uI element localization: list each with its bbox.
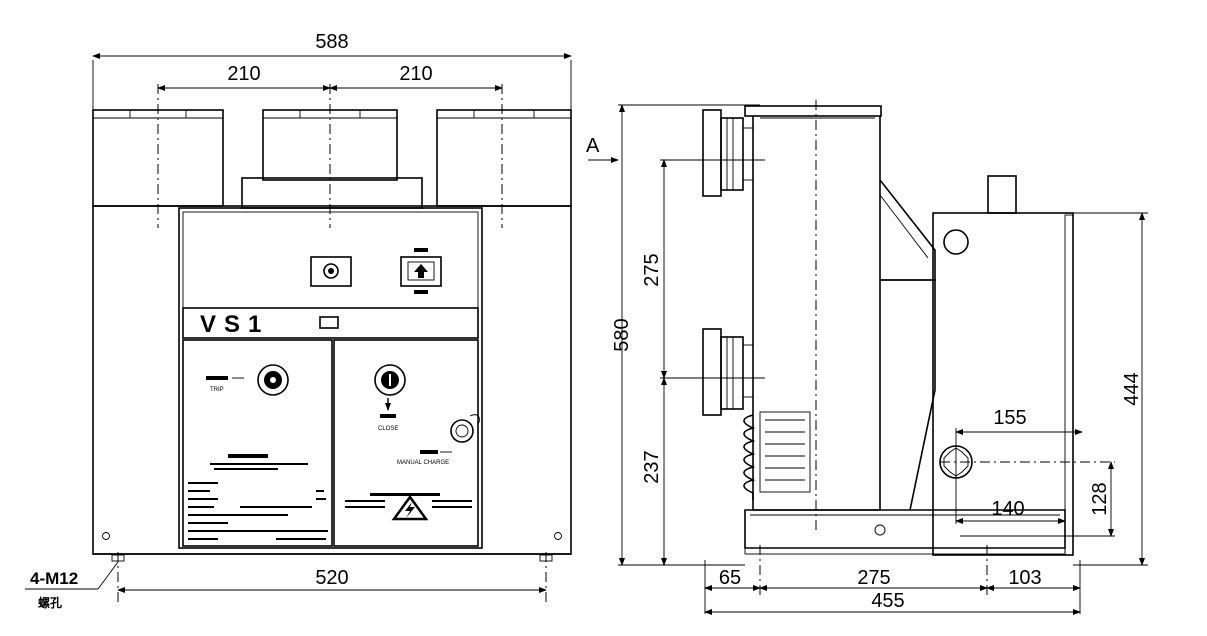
frame-height-label: 444: [1121, 372, 1143, 405]
mounting-holes-label: 4-M12: [30, 569, 78, 588]
trip-panel: [182, 339, 333, 547]
bolt-height-label: 128: [1089, 482, 1111, 515]
trip-label: TRIP: [210, 387, 224, 393]
close-panel: [333, 339, 479, 547]
pole-spacing-right-label: 210: [399, 63, 432, 85]
bolt-offset-lower-label: 140: [991, 498, 1024, 520]
bellows: [743, 411, 811, 500]
status-window: [310, 256, 352, 287]
support-arm: [879, 179, 936, 281]
side-view: A 580 275 237: [586, 100, 1148, 615]
front-panel: [178, 207, 483, 549]
manual-charge-socket[interactable]: [450, 419, 474, 443]
overall-width-label: 588: [315, 31, 348, 53]
frame-hole: [943, 229, 969, 255]
pole-right: [436, 109, 572, 207]
counter-window: [319, 316, 339, 329]
base-right-label: 103: [1008, 567, 1041, 589]
mounting-holes-note: 螺孔: [38, 595, 62, 610]
mounting-spacing-label: 520: [315, 567, 348, 589]
pole-top-cap: [744, 105, 882, 117]
close-button[interactable]: [374, 364, 406, 396]
warning-label: [345, 493, 472, 521]
base-middle-label: 275: [857, 567, 890, 589]
spring-indicator-window: [400, 256, 442, 287]
lower-terminal: [702, 328, 754, 416]
upper-terminal: [702, 109, 754, 197]
terminal-spacing-label: 275: [641, 253, 663, 286]
lower-terminal-height-label: 237: [641, 450, 663, 483]
view-marker: A: [586, 135, 600, 157]
overall-height-label: 580: [611, 318, 633, 351]
overall-depth-label: 455: [871, 590, 904, 612]
frame-stub: [987, 175, 1017, 214]
front-view: 588 210 210: [25, 31, 572, 610]
manual-charge-label: MANUAL CHARGE: [397, 460, 449, 466]
pole-spacing-left-label: 210: [227, 63, 260, 85]
close-label: CLOSE: [378, 426, 398, 432]
bolt-offset-upper-label: 155: [993, 407, 1026, 429]
base-left-label: 65: [719, 567, 741, 589]
nameplate: [188, 454, 328, 540]
trip-button[interactable]: [257, 364, 289, 396]
model-strip: [182, 307, 479, 339]
model-label: VS1: [200, 311, 269, 338]
